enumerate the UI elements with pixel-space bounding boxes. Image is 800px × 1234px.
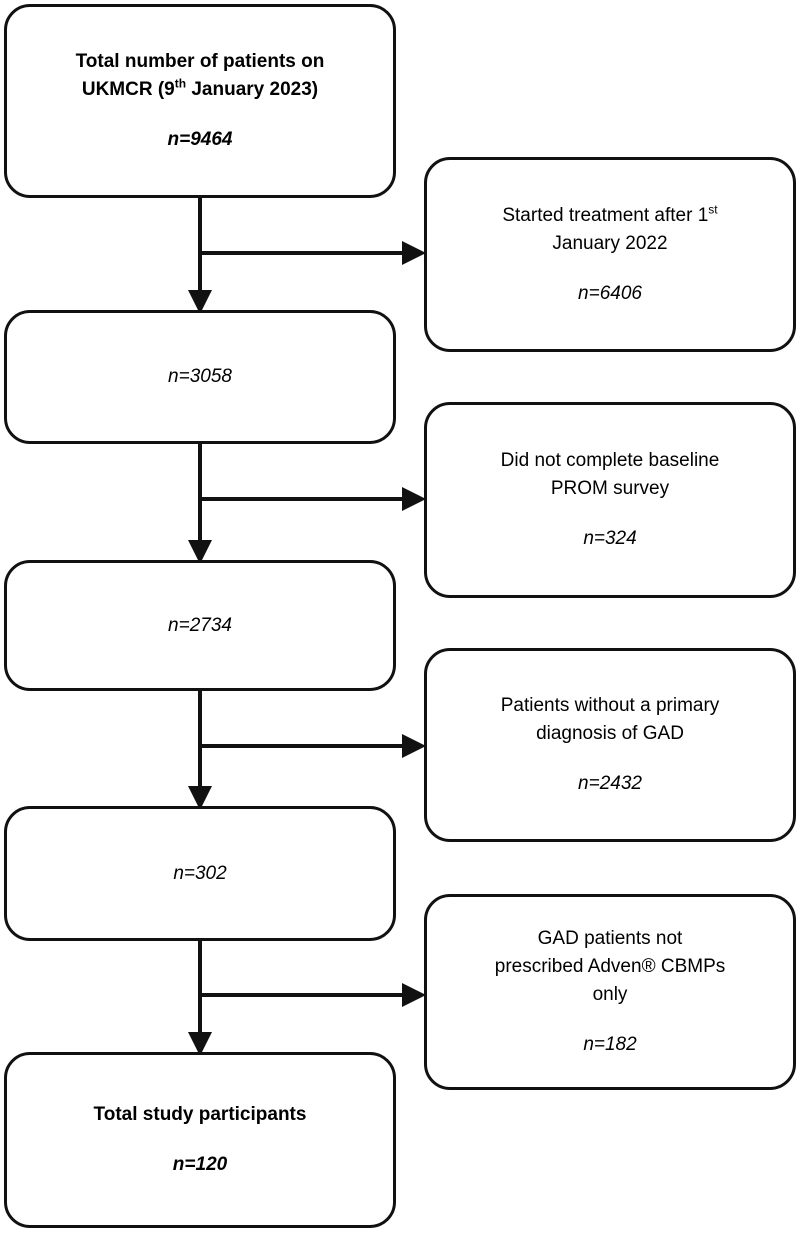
total-patients-count: n=9464 xyxy=(167,129,233,150)
step-2-count: n=3058 xyxy=(168,366,232,387)
exclusion-1-count: n=6406 xyxy=(578,282,642,304)
exclusion-3-count: n=2432 xyxy=(578,773,642,794)
total-patients-title-line1: Total number of patients on xyxy=(75,51,325,72)
exclusion-box-2: Did not complete baseline PROM survey n=… xyxy=(424,402,796,598)
step-3-count: n=2734 xyxy=(168,614,232,636)
exclusion-4-count: n=182 xyxy=(583,1034,637,1055)
total-patients-title-line2-end: January 2023) xyxy=(186,79,319,100)
exclusion-2-count: n=324 xyxy=(583,528,637,549)
exclusion-4-label: GAD patients not prescribed Adven® CBMPs… xyxy=(495,925,726,1009)
exclusion-4-line2: prescribed Adven® CBMPs xyxy=(494,956,726,977)
exclusion-3-line1: Patients without a primary xyxy=(500,695,720,716)
study-participants-box: Total study participants n=120 xyxy=(4,1052,396,1228)
exclusion-2-line2: PROM survey xyxy=(550,478,670,499)
total-patients-title: Total number of patients on UKMCR (9th J… xyxy=(76,48,325,104)
total-patients-box: Total number of patients on UKMCR (9th J… xyxy=(4,4,396,198)
exclusion-3-label: Patients without a primary diagnosis of … xyxy=(501,692,720,748)
exclusion-3-line2: diagnosis of GAD xyxy=(536,723,684,744)
date-superscript: th xyxy=(174,76,187,91)
exclusion-2-line1: Did not complete baseline xyxy=(500,450,720,471)
step-box-2: n=3058 xyxy=(4,310,396,444)
exclusion-box-4: GAD patients not prescribed Adven® CBMPs… xyxy=(424,894,796,1090)
exclusion-1-superscript: st xyxy=(708,202,718,217)
step-box-3: n=2734 xyxy=(4,560,396,691)
exclusion-1-line2: January 2022 xyxy=(552,232,668,254)
step-box-4: n=302 xyxy=(4,806,396,941)
exclusion-box-1: Started treatment after 1st January 2022… xyxy=(424,157,796,352)
exclusion-1-line1: Started treatment after 1 xyxy=(502,204,709,226)
step-4-count: n=302 xyxy=(173,862,227,884)
study-participants-count: n=120 xyxy=(172,1154,228,1175)
study-participants-title: Total study participants xyxy=(93,1104,307,1125)
total-patients-title-line2: UKMCR (9 xyxy=(81,79,175,100)
exclusion-4-line3: only xyxy=(592,984,628,1005)
exclusion-4-line1: GAD patients not xyxy=(537,928,683,949)
exclusion-1-label: Started treatment after 1st January 2022 xyxy=(502,202,717,258)
exclusion-box-3: Patients without a primary diagnosis of … xyxy=(424,648,796,842)
exclusion-2-label: Did not complete baseline PROM survey xyxy=(501,447,720,503)
